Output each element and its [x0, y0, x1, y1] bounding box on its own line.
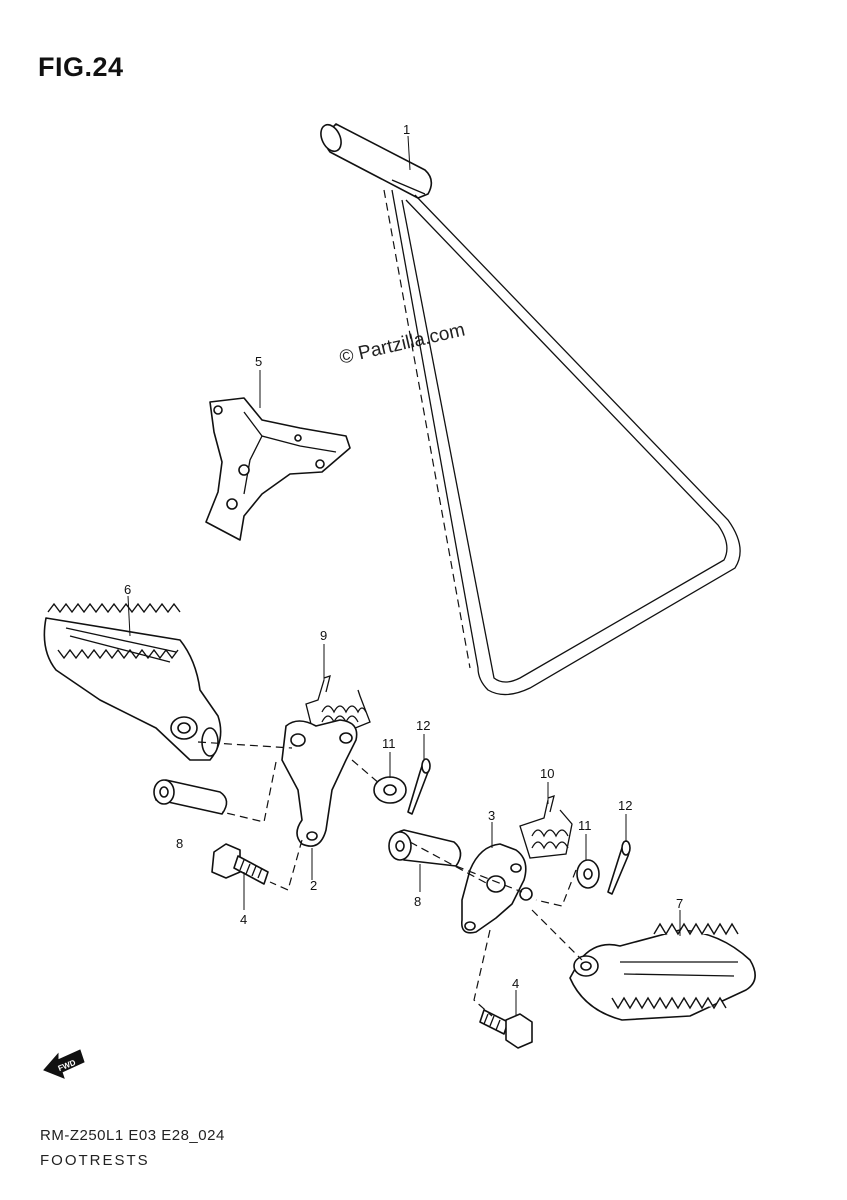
part-6-footrest-left[interactable]: [43, 602, 222, 761]
part-11-washer-right[interactable]: [576, 859, 600, 889]
part-12-cotter-pin-right[interactable]: [607, 840, 631, 895]
part-4-bolt-right[interactable]: [479, 1009, 533, 1049]
callout-numbers: 1 2 3 4 4 5 6 7 8 8 9 10 11 11 12 12: [124, 122, 683, 991]
callout-12-right: 12: [618, 798, 632, 813]
callout-4-right: 4: [512, 976, 519, 991]
callout-7: 7: [676, 896, 683, 911]
assembly-guide-lines: [197, 741, 583, 1017]
callout-leaders: [127, 135, 681, 1016]
callout-8-right: 8: [414, 894, 421, 909]
callout-6: 6: [124, 582, 131, 597]
callout-9: 9: [320, 628, 327, 643]
callout-4-left: 4: [240, 912, 247, 927]
diagram-code: RM-Z250L1 E03 E28_024: [40, 1127, 225, 1144]
callout-11-right: 11: [578, 818, 592, 833]
figure-title: FIG.24: [38, 52, 124, 82]
part-8-pin-left[interactable]: [153, 779, 228, 815]
callout-10: 10: [540, 766, 554, 781]
callout-2: 2: [310, 878, 317, 893]
forward-arrow-icon: FWD: [43, 1049, 85, 1079]
part-4-bolt-left[interactable]: [211, 843, 269, 885]
part-11-washer-left[interactable]: [373, 776, 407, 804]
part-3-bracket-right[interactable]: [460, 843, 533, 934]
part-10-spring-right[interactable]: [519, 795, 573, 859]
callout-3: 3: [488, 808, 495, 823]
part-12-cotter-pin-left[interactable]: [407, 758, 431, 815]
callout-5: 5: [255, 354, 262, 369]
part-5-bracket[interactable]: [205, 397, 351, 541]
callout-8-left: 8: [176, 836, 183, 851]
part-2-bracket-left[interactable]: [281, 719, 358, 847]
part-7-footrest-right[interactable]: [569, 922, 756, 1021]
callout-11-left: 11: [382, 736, 396, 751]
callout-1: 1: [403, 122, 410, 137]
part-8-pin-right[interactable]: [388, 829, 462, 867]
part-1-stand[interactable]: [317, 122, 741, 696]
callout-12-left: 12: [416, 718, 430, 733]
diagram-name: FOOTRESTS: [40, 1152, 150, 1169]
